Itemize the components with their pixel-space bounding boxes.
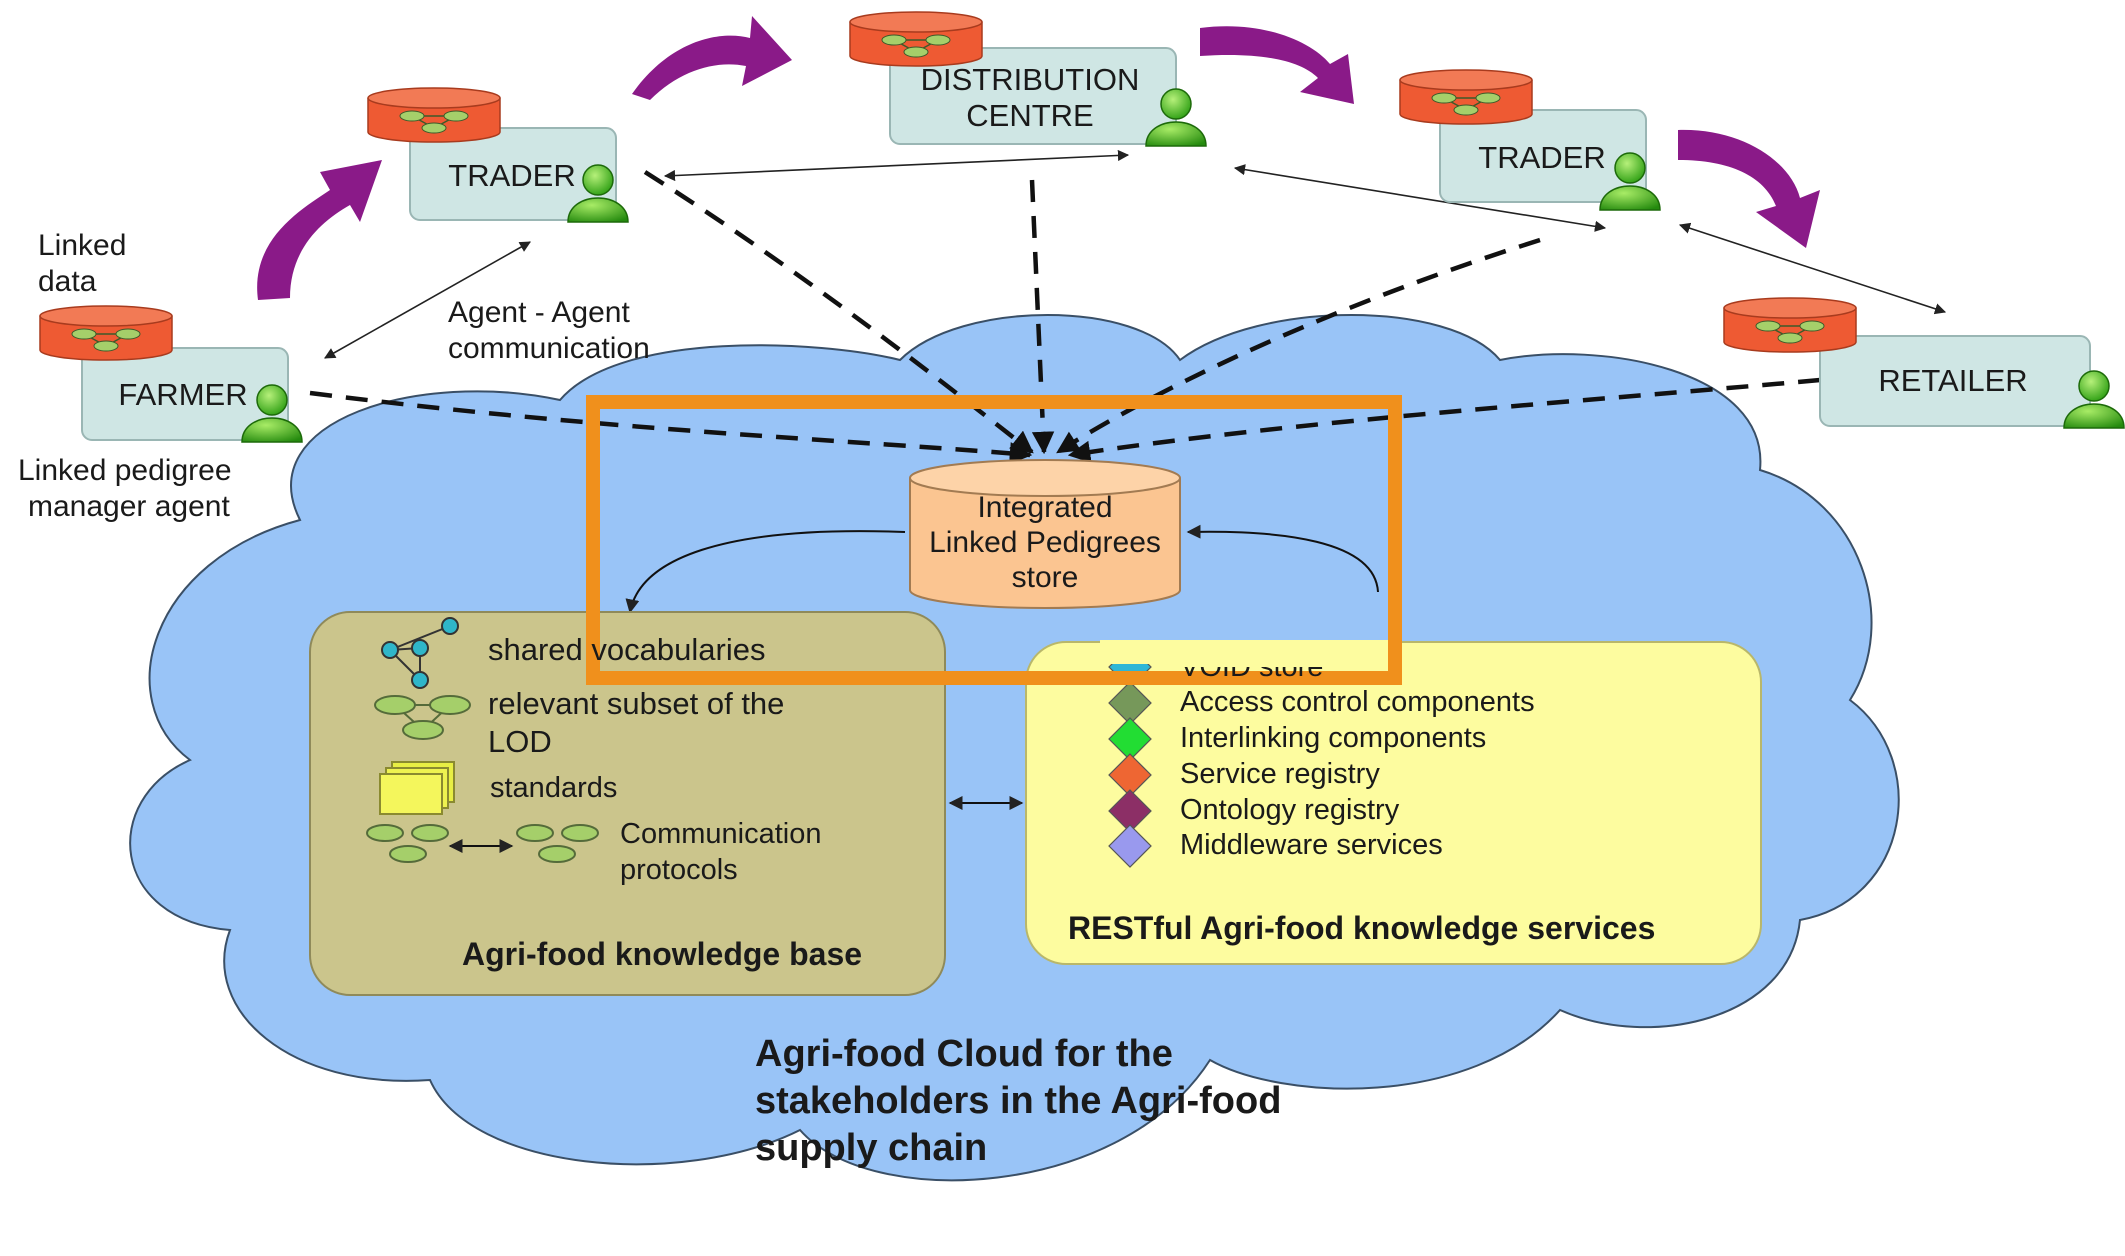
kb-item-standards: standards [490, 772, 618, 804]
farmer-box [81, 347, 289, 441]
agent-user-icon [1145, 88, 1207, 147]
pedigree-agent-label-line2: manager agent [28, 490, 230, 523]
farmer-node [39, 305, 303, 443]
kb-item-lod-subset-line1: relevant subset of the [488, 686, 785, 721]
link-services-store [1186, 524, 1379, 593]
store-exchange-links [625, 524, 1379, 614]
service-item-middleware: Middleware services [1180, 829, 1443, 861]
standards-icon [379, 761, 455, 815]
store-highlight-box [586, 395, 1402, 685]
cloud-caption-line2: stakeholders in the Agri-food [755, 1080, 1282, 1122]
distribution-node [849, 11, 1207, 147]
service-diamond-icon [1108, 824, 1152, 868]
void-store-overlap-mask [1100, 640, 1400, 664]
farmer-label: FARMER [118, 377, 248, 412]
service-item-interlinking: Interlinking components [1180, 722, 1487, 754]
flow-arrow-trader-distribution [632, 16, 792, 100]
comm-farmer-trader [324, 241, 531, 359]
service-item-void-store: VOID store [1180, 651, 1324, 683]
trader-left-node [367, 87, 629, 223]
kb-item-communication-line1: Communication [620, 818, 822, 850]
dash-retailer-store [1067, 377, 1821, 464]
flow-arrow-trader-retailer [1678, 129, 1820, 248]
comm-distribution-trader [1233, 164, 1607, 232]
agent-user-icon [2063, 370, 2125, 429]
cloud-caption-line1: Agri-food Cloud for the [755, 1033, 1173, 1075]
pedigree-agent-label-line1: Linked pedigree [18, 454, 232, 487]
service-item-access-control: Access control components [1180, 686, 1535, 718]
retailer-node [1723, 297, 2125, 429]
cloud-caption-line3: supply chain [755, 1127, 988, 1169]
linked-data-database-icon [39, 305, 173, 361]
agent-user-icon [567, 164, 629, 223]
dash-trader2-store [1056, 237, 1541, 454]
shared-vocabularies-icon [381, 617, 459, 689]
linked-data-database-icon [367, 87, 501, 143]
trader-right-node [1399, 69, 1661, 211]
link-store-kb [625, 530, 906, 614]
flow-arrow-farmer-trader [257, 160, 382, 300]
distribution-label-line2: CENTRE [966, 98, 1094, 133]
store-label-line1: Integrated [977, 491, 1113, 524]
service-item-service-registry: Service registry [1180, 758, 1380, 790]
services-title: RESTful Agri-food knowledge services [1068, 910, 1656, 946]
trader-right-label: TRADER [1478, 140, 1606, 175]
integrated-store-cylinder [909, 459, 1181, 609]
linked-data-label-line2: data [38, 265, 97, 298]
agent-communication-links [324, 149, 1947, 359]
store-label-line3: store [1011, 561, 1079, 594]
retailer-label: RETAILER [1878, 363, 2028, 398]
dash-trader-store [643, 170, 1034, 454]
linked-data-database-icon [849, 11, 983, 67]
trader-left-box [409, 127, 617, 221]
agent-user-icon [1599, 152, 1661, 211]
communication-protocols-icon [366, 824, 599, 863]
supply-flow-arrows [257, 16, 1820, 300]
comm-trader-distribution [663, 149, 1130, 182]
flow-arrow-distribution-trader [1200, 26, 1354, 104]
comm-trader-retailer [1678, 222, 1947, 315]
stakeholder-nodes [39, 11, 2125, 443]
distribution-label-line1: DISTRIBUTION [920, 62, 1140, 97]
kb-item-communication-line2: protocols [620, 854, 738, 886]
linked-data-subset-icon [374, 695, 471, 740]
agent-user-icon [241, 384, 303, 443]
linked-data-database-icon [1399, 69, 1533, 125]
trader-left-label: TRADER [448, 158, 576, 193]
trader-right-box [1439, 109, 1647, 203]
dash-farmer-store [309, 390, 1033, 465]
linked-data-database-icon [1723, 297, 1857, 353]
kb-title: Agri-food knowledge base [462, 936, 863, 972]
service-item-ontology-registry: Ontology registry [1180, 794, 1400, 826]
agent-communication-label-line1: Agent - Agent [448, 296, 630, 329]
agent-communication-label-line2: communication [448, 332, 650, 365]
kb-item-shared-vocabularies: shared vocabularies [488, 632, 766, 667]
store-label-line2: Linked Pedigrees [929, 526, 1161, 559]
kb-item-lod-subset-line2: LOD [488, 724, 552, 759]
linked-data-label-line1: Linked [38, 229, 127, 262]
